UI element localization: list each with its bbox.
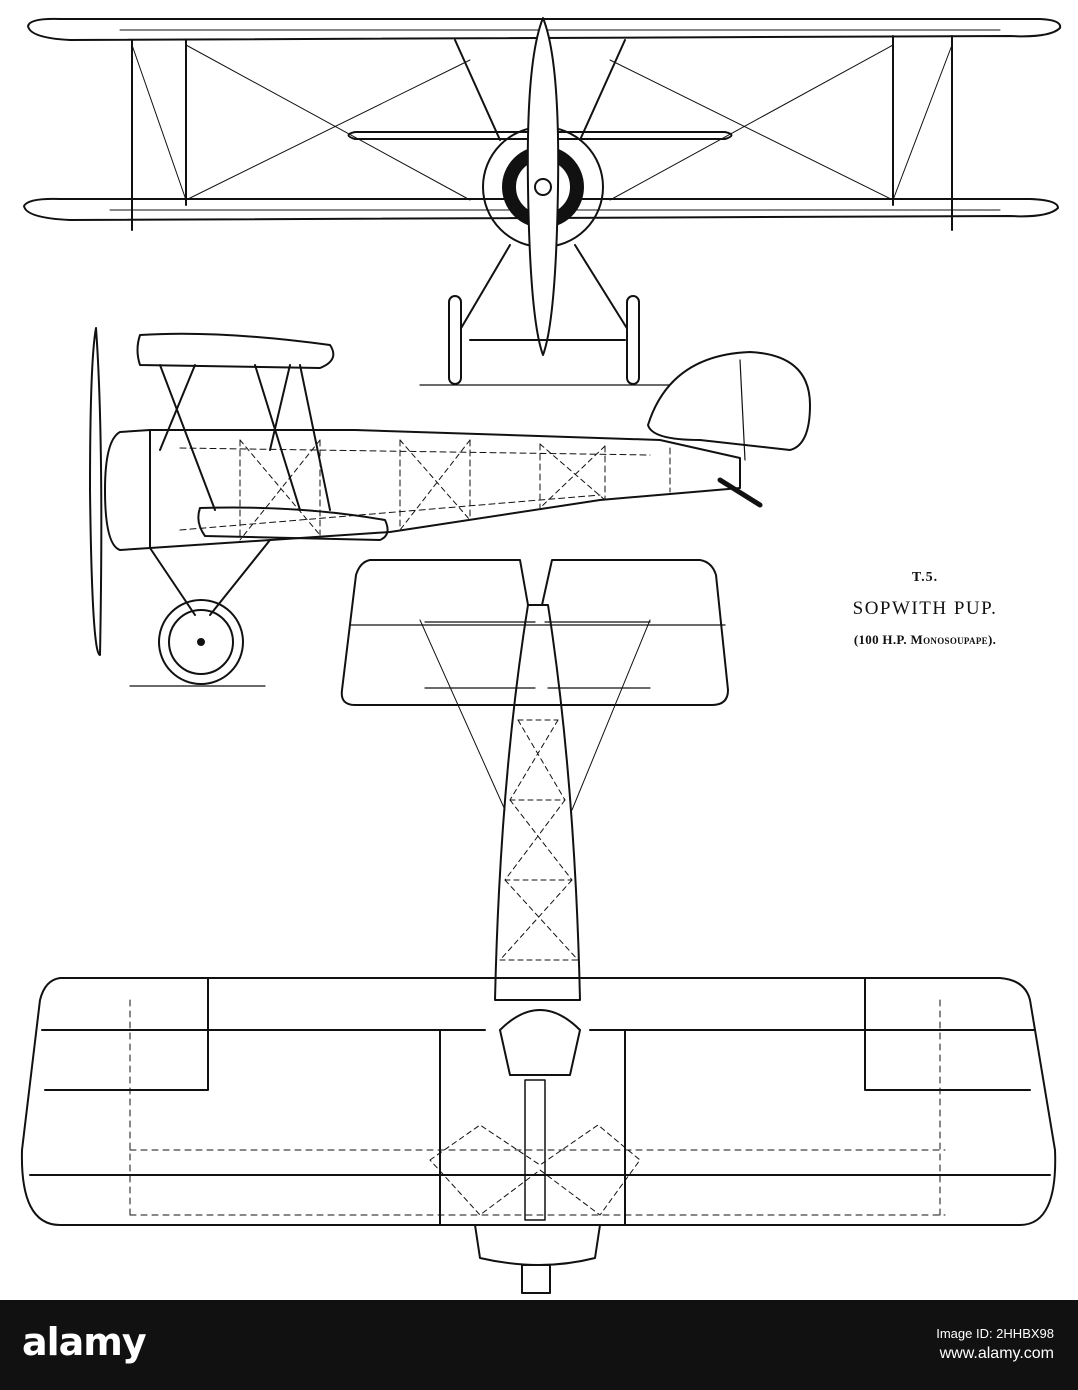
plan-aileron-left (41, 1029, 209, 1091)
plan-lower-wing (20, 977, 1057, 1226)
front-interplane-struts (131, 35, 953, 231)
plan-fuselage (494, 604, 581, 1001)
side-propeller (89, 327, 103, 656)
side-wheel (158, 599, 244, 685)
plan-tailplane (340, 559, 729, 706)
side-upper-wing (136, 332, 335, 369)
figure-subtitle: (100 H.P. Monosoupape). (853, 632, 997, 647)
front-undercarriage (459, 244, 629, 341)
front-upper-wing (27, 17, 1062, 41)
front-tailplane (347, 131, 733, 140)
plan-view (20, 559, 1057, 1294)
plan-aileron-right (864, 1029, 1036, 1091)
figure-code: T.5. (911, 570, 939, 585)
plan-upper-wing (29, 1029, 1051, 1176)
front-view (23, 17, 1062, 386)
figure-title: SOPWITH PUP. (852, 598, 998, 619)
front-bracing-wires (131, 44, 953, 201)
front-propeller (526, 17, 560, 356)
figure-caption: T.5. SOPWITH PUP. (100 H.P. Monosoupape)… (790, 570, 1060, 648)
image-identifier: Image ID: 2HHBX98 www.alamy.com (936, 1324, 1054, 1364)
front-lower-wing (23, 197, 1059, 221)
engine-name: Monosoupape (910, 632, 988, 647)
side-cowling (104, 429, 151, 551)
side-view (89, 327, 811, 687)
side-fuselage (149, 429, 741, 549)
site-url: www.alamy.com (939, 1345, 1054, 1362)
alamy-logo: alamy (22, 1320, 147, 1364)
image-id: Image ID: 2HHBX98 (936, 1326, 1054, 1341)
side-undercarriage (149, 539, 271, 616)
side-tail-fin (647, 351, 811, 451)
three-view-drawing: T.5. SOPWITH PUP. (100 H.P. Monosoupape)… (20, 17, 1062, 1294)
watermark-bar: alamy Image ID: 2HHBX98 www.alamy.com (0, 1300, 1078, 1390)
